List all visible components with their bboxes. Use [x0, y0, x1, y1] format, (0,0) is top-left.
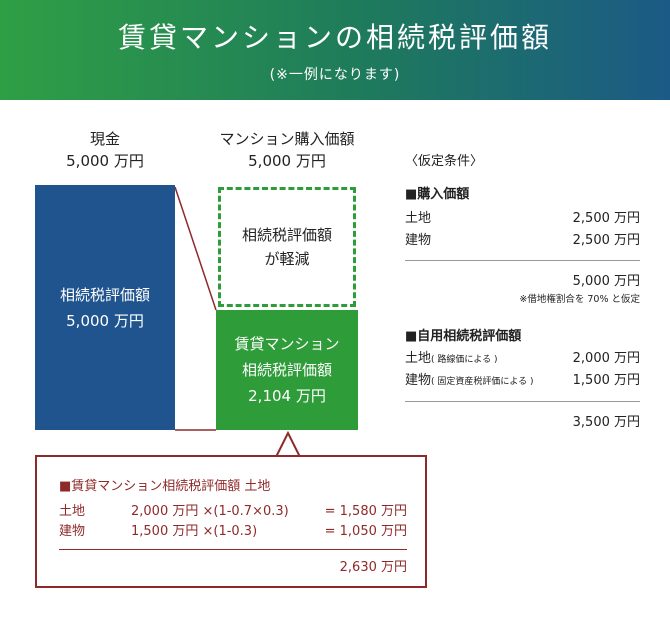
leasehold-note: ※借地権割合を 70% と仮定: [519, 294, 640, 305]
purchase-item-value: 2,500 万円: [572, 211, 640, 226]
self-use-item-sub: ( 固定資産税評価による ): [431, 377, 534, 387]
callout-row-land: 土地 2,000 万円 ×(1-0.7×0.3) = 1,580 万円: [59, 500, 407, 520]
callout-pointer: [274, 430, 302, 458]
self-use-item-label: 土地( 路線価による ): [405, 351, 498, 366]
page-title: 賃貸マンションの相続税評価額: [117, 21, 552, 54]
purchase-total-row: 5,000 万円: [405, 270, 640, 290]
callout-divider: [59, 549, 407, 550]
reduced-box-line1: 相続税評価額: [241, 226, 332, 244]
self-use-item-building: 建物( 固定資産税評価による ) 1,500 万円: [405, 369, 640, 389]
assumptions-title: 〈仮定条件〉: [405, 154, 484, 169]
callout-total: 2,630 万円: [339, 560, 407, 575]
reduced-box-line2: が軽減: [264, 250, 310, 268]
cash-amount: 5,000 万円: [66, 152, 144, 170]
page-subtitle: (※一例になります): [269, 67, 401, 83]
callout-row-item: 土地: [59, 504, 86, 519]
purchase-total: 5,000 万円: [572, 274, 640, 289]
callout-row-result: = 1,580 万円: [324, 504, 407, 519]
self-use-item-land: 土地( 路線価による ) 2,000 万円: [405, 347, 640, 367]
self-use-divider: [405, 401, 640, 402]
connector-top-line: [174, 186, 217, 311]
self-use-item-value: 1,500 万円: [572, 373, 640, 388]
self-use-item-value: 2,000 万円: [572, 351, 640, 366]
callout-row-building: 建物 1,500 万円 ×(1-0.3) = 1,050 万円: [59, 520, 407, 540]
purchase-item-label: 建物: [405, 233, 432, 248]
mansion-label: マンション購入価額: [219, 130, 355, 148]
rental-box-line2: 相続税評価額: [241, 361, 332, 379]
reduced-valuation-box: 相続税評価額 が軽減: [218, 187, 356, 307]
cash-box-line2: 5,000 万円: [66, 311, 144, 330]
purchase-divider: [405, 260, 640, 261]
self-use-heading: ■自用相続税評価額: [405, 329, 522, 344]
rental-box-line1: 賃貸マンション: [234, 335, 340, 353]
mansion-label-group: マンション購入価額 5,000 万円: [196, 128, 378, 172]
callout-row-result: = 1,050 万円: [324, 524, 407, 539]
cash-label: 現金: [89, 130, 120, 148]
self-use-total-row: 3,500 万円: [405, 411, 640, 431]
callout-title: ■賃貸マンション相続税評価額 土地: [59, 479, 271, 494]
land-calculation-callout: ■賃貸マンション相続税評価額 土地 土地 2,000 万円 ×(1-0.7×0.…: [35, 455, 427, 588]
header-banner: 賃貸マンションの相続税評価額 (※一例になります): [0, 0, 670, 100]
purchase-heading: ■購入価額: [405, 187, 470, 202]
purchase-item-value: 2,500 万円: [572, 233, 640, 248]
self-use-item-sub: ( 路線価による ): [431, 355, 498, 365]
callout-row-formula: 2,000 万円 ×(1-0.7×0.3): [131, 504, 289, 519]
callout-row-item: 建物: [59, 524, 86, 539]
rental-valuation-box: 賃貸マンション 相続税評価額 2,104 万円: [216, 310, 358, 430]
rental-box-line3: 2,104 万円: [248, 387, 326, 405]
self-use-item-label: 建物( 固定資産税評価による ): [405, 373, 534, 388]
purchase-item-building: 建物 2,500 万円: [405, 229, 640, 249]
cash-label-group: 現金 5,000 万円: [35, 128, 175, 172]
cash-box-line1: 相続税評価額: [59, 285, 150, 304]
purchase-item-land: 土地 2,500 万円: [405, 207, 640, 227]
mansion-amount: 5,000 万円: [248, 152, 326, 170]
cash-valuation-box: 相続税評価額 5,000 万円: [35, 185, 175, 430]
purchase-item-label: 土地: [405, 211, 432, 226]
self-use-total: 3,500 万円: [572, 415, 640, 430]
callout-row-formula: 1,500 万円 ×(1-0.3): [131, 524, 258, 539]
